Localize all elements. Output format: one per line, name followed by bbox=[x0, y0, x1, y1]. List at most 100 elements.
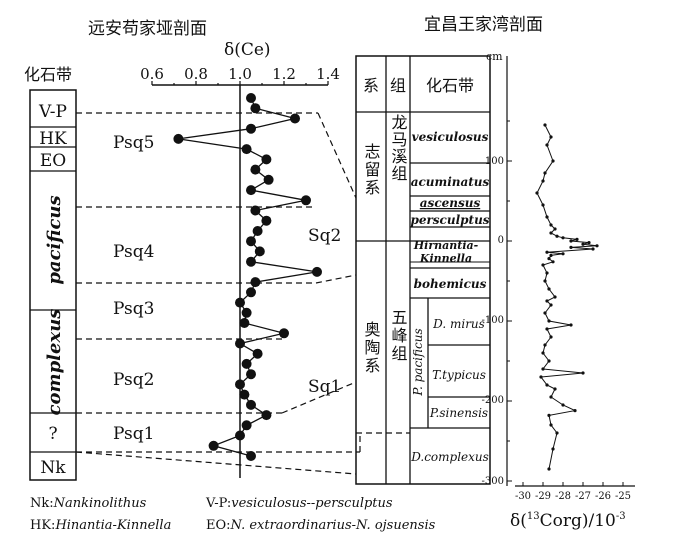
col-system-header: 系 bbox=[363, 76, 379, 95]
c13-tick-label: -25 bbox=[615, 491, 631, 502]
zone-t-typicus: T.typicus bbox=[432, 368, 486, 382]
c13-data-point bbox=[549, 335, 553, 339]
zone-hirnantia: Hirnantia- bbox=[413, 239, 479, 252]
c13-x-axis-ticks bbox=[522, 482, 624, 486]
c13-data-point bbox=[549, 231, 553, 235]
zone-vp-label: V-P bbox=[38, 102, 67, 122]
ce-data-point bbox=[263, 174, 274, 185]
zone-complexus-label: complexus bbox=[44, 309, 65, 416]
ce-data-point bbox=[254, 246, 265, 257]
psq5-label: Psq5 bbox=[113, 133, 154, 153]
c13-data-point bbox=[543, 279, 547, 283]
c13-data-point bbox=[553, 387, 557, 391]
c13-data-point bbox=[581, 371, 585, 375]
c13-data-point bbox=[545, 327, 549, 331]
c13-data-point bbox=[549, 395, 553, 399]
ce-tick-label: 1.2 bbox=[272, 65, 296, 83]
zone-kinnella: Kinnella bbox=[419, 252, 472, 265]
c13-data-point bbox=[553, 227, 557, 231]
c13-data-point bbox=[569, 239, 573, 243]
zone-bohemicus: bohemicus bbox=[414, 277, 487, 291]
c13-data-point bbox=[587, 241, 591, 245]
c13-tick-label: -29 bbox=[535, 491, 551, 502]
c13-data-point bbox=[547, 319, 551, 323]
strat-column bbox=[355, 55, 491, 485]
ce-tick-label: 0.8 bbox=[184, 65, 208, 83]
ce-data-point bbox=[246, 93, 256, 103]
ce-data-point bbox=[261, 154, 272, 165]
correlation-lines bbox=[75, 112, 361, 475]
c13-data-point bbox=[575, 237, 579, 241]
ce-tick-label: 1.4 bbox=[316, 65, 340, 83]
psq2-label: Psq2 bbox=[113, 370, 154, 390]
c13-data-point bbox=[549, 223, 553, 227]
zone-acuminatus: acuminatus bbox=[411, 175, 490, 189]
left-zone-header: 化石带 bbox=[24, 65, 72, 84]
c13-data-point bbox=[547, 413, 551, 417]
legend-item-vp: V-P:vesiculosus--persculptus bbox=[205, 496, 393, 511]
c13-data-point bbox=[569, 323, 573, 327]
zone-nk-label: Nk bbox=[40, 458, 66, 478]
ce-curve-plot bbox=[173, 93, 322, 461]
sq1-label: Sq1 bbox=[308, 377, 341, 397]
ce-data-point bbox=[246, 369, 256, 380]
c13-data-point bbox=[549, 253, 553, 257]
ce-data-point bbox=[241, 144, 252, 155]
ce-axis-label: δ(Ce) bbox=[224, 40, 271, 60]
ce-data-point bbox=[235, 338, 245, 349]
left-section-title: 远安苟家垭剖面 bbox=[88, 19, 207, 39]
c13-data-point bbox=[541, 263, 545, 267]
ce-data-point bbox=[301, 195, 311, 206]
ce-data-point bbox=[252, 348, 263, 359]
system-ordovician-label: 奥陶系 bbox=[362, 321, 381, 375]
zone-pacificus-label: pacificus bbox=[44, 195, 65, 284]
c13-data-point bbox=[561, 252, 565, 256]
c13-data-point bbox=[581, 242, 585, 246]
c13-data-point bbox=[545, 143, 549, 147]
psq3-label: Psq3 bbox=[113, 299, 154, 319]
ce-data-point bbox=[261, 215, 272, 226]
zone-ascensus: ascensus bbox=[420, 196, 481, 210]
c13-data-point bbox=[595, 244, 599, 248]
c13-data-point bbox=[535, 191, 539, 195]
ce-tick-label: 0.6 bbox=[140, 65, 164, 83]
c13-curve-plot bbox=[535, 123, 599, 471]
c13-data-point bbox=[545, 250, 549, 254]
formation-longmaxi-label: 龙马溪组 bbox=[389, 114, 408, 182]
zone-p-sinensis: P.sinensis bbox=[429, 406, 488, 420]
c13-data-point bbox=[541, 203, 545, 207]
legend: Nk:Nankinolithus V-P:vesiculosus--perscu… bbox=[30, 496, 436, 533]
c13-data-point bbox=[545, 383, 549, 387]
c13-data-point bbox=[545, 299, 549, 303]
strat-column-grid bbox=[356, 56, 490, 484]
c13-data-point bbox=[545, 271, 549, 275]
ce-axis-tick-labels: 0.6 0.8 1.0 1.2 1.4 bbox=[140, 65, 340, 83]
legend-item-eo: EO:N. extraordinarius-N. ojsuensis bbox=[206, 518, 436, 533]
col-zone-header: 化石带 bbox=[426, 76, 474, 95]
c13-tick-label: -28 bbox=[555, 491, 571, 502]
c13-tick-label: -27 bbox=[575, 491, 591, 502]
c13-data-point bbox=[561, 236, 565, 240]
depth-tick-label: -300 bbox=[482, 476, 504, 487]
ce-data-point bbox=[241, 420, 252, 431]
depth-unit-label: cm bbox=[486, 50, 503, 63]
ce-data-point bbox=[250, 103, 261, 114]
c13-data-point bbox=[547, 467, 551, 471]
ce-data-point bbox=[208, 440, 219, 451]
c13-data-point bbox=[543, 311, 547, 315]
ce-data-point bbox=[250, 205, 261, 216]
c13-data-point bbox=[543, 343, 547, 347]
psq1-label: Psq1 bbox=[113, 424, 154, 444]
ce-data-point bbox=[246, 399, 256, 410]
left-zone-column bbox=[29, 89, 77, 481]
depth-tick-label: 0 bbox=[498, 235, 504, 246]
ce-data-point bbox=[312, 266, 322, 277]
ce-data-point bbox=[246, 185, 256, 196]
ce-data-point bbox=[235, 297, 245, 308]
ce-data-point bbox=[246, 256, 256, 267]
zone-hk-label: HK bbox=[39, 129, 67, 149]
c13-data-point bbox=[541, 367, 545, 371]
left-zone-dividers bbox=[30, 126, 76, 453]
ce-data-point bbox=[261, 410, 272, 421]
ce-data-point bbox=[235, 430, 245, 441]
